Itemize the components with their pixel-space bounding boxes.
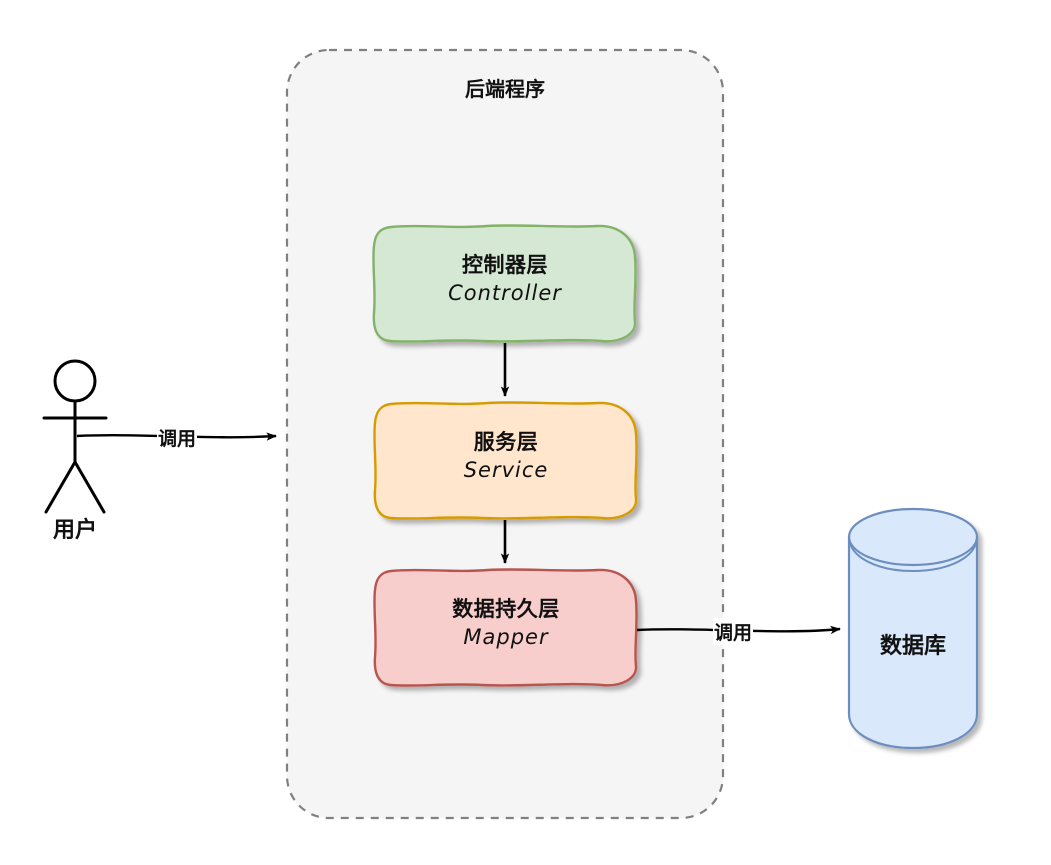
database-node[interactable]: [847, 507, 979, 750]
controller-node[interactable]: [372, 224, 637, 343]
edge-label-mapper-to-database: 调用: [713, 618, 754, 645]
actor-right-leg-line: [73, 460, 106, 514]
actor-left-leg-line: [44, 460, 77, 514]
service-node[interactable]: [373, 401, 638, 520]
database-label: 数据库: [879, 633, 946, 658]
actor-head-icon: [53, 359, 97, 403]
edge-label-user-to-backend: 调用: [157, 424, 198, 451]
mapper-node[interactable]: [373, 568, 638, 687]
actor-label: 用户: [52, 517, 97, 542]
backend-container-title: 后端程序: [465, 79, 545, 101]
stick-figure-actor-icon[interactable]: [42, 359, 108, 514]
